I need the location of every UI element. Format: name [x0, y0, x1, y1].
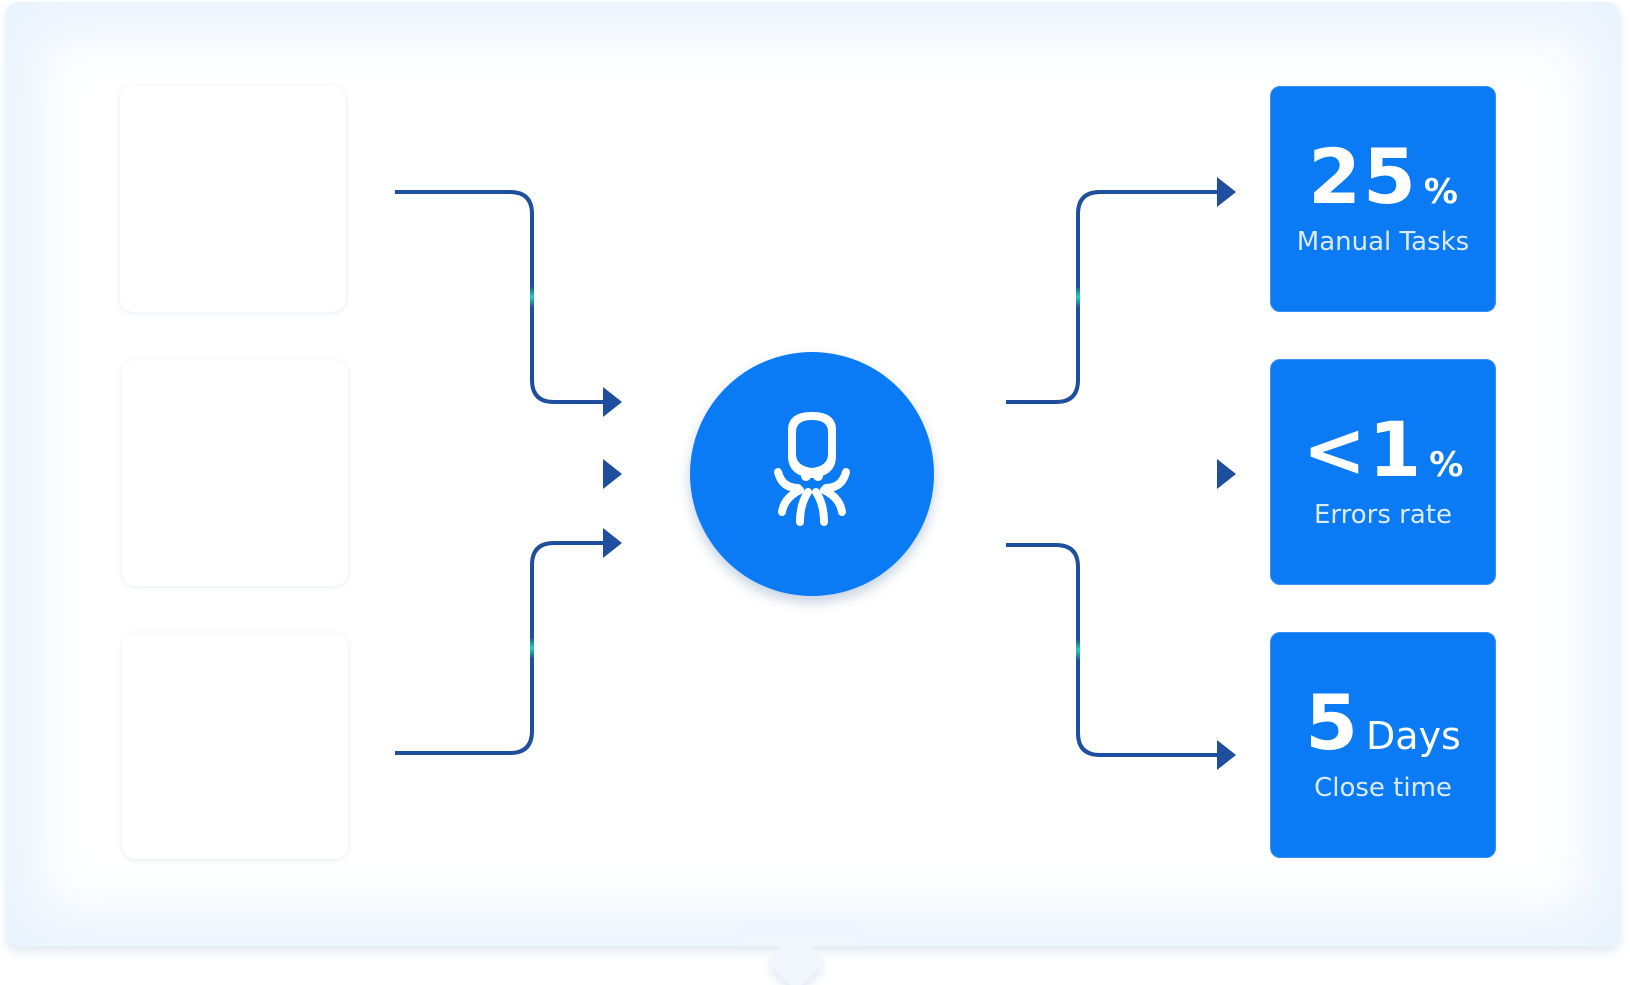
- flow-arrow-out-1: [1006, 190, 1218, 404]
- metric-label: Errors rate: [1314, 500, 1452, 530]
- arrow-head: [1217, 740, 1236, 770]
- hub-circle: [690, 352, 934, 596]
- metric-card-errors-rate: <1% Errors rate: [1270, 359, 1496, 585]
- source-card-1: [120, 86, 346, 312]
- metric-value: <1: [1302, 405, 1424, 494]
- metric-value: 5: [1305, 678, 1361, 767]
- metric-unit: Days: [1366, 714, 1461, 758]
- source-card-2: [122, 360, 348, 586]
- metric-unit: %: [1423, 172, 1458, 212]
- metric-label: Close time: [1314, 773, 1452, 803]
- arrow-head: [603, 528, 622, 558]
- arrow-head: [1217, 177, 1236, 207]
- arrow-head: [1217, 459, 1236, 489]
- flow-arrow-out-3: [1006, 543, 1218, 757]
- octopus-icon: [774, 412, 850, 526]
- metric-unit: %: [1429, 445, 1464, 485]
- metric-value: 25: [1308, 132, 1418, 221]
- arrow-head: [603, 459, 622, 489]
- flow-arrow-in-3: [395, 541, 604, 755]
- flow-arrow-in-1: [395, 190, 604, 404]
- metric-label: Manual Tasks: [1296, 227, 1470, 257]
- source-card-3: [122, 633, 348, 859]
- metric-card-manual-tasks: 25% Manual Tasks: [1270, 86, 1496, 312]
- arrow-head: [603, 387, 622, 417]
